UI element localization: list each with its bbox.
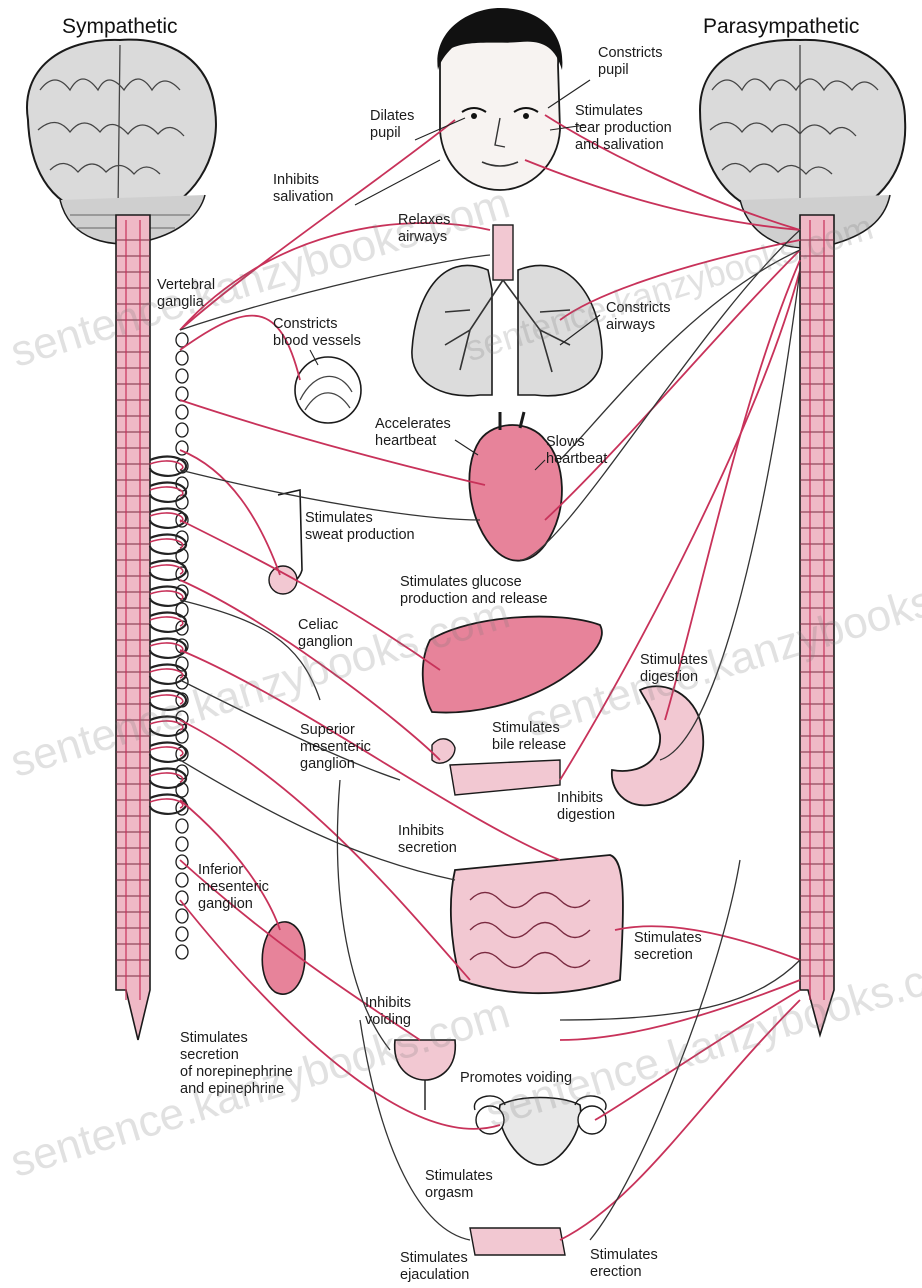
label-slows-heartbeat: Slows heartbeat xyxy=(546,434,607,468)
label-dilates-pupil: Dilates pupil xyxy=(370,108,414,142)
label-celiac-ganglion: Celiac ganglion xyxy=(298,617,353,651)
blood-vessel xyxy=(295,357,361,423)
left-spinal-cord xyxy=(116,215,150,1040)
adrenal-gland xyxy=(262,922,305,994)
label-constricts-airways: Constricts airways xyxy=(606,300,670,334)
ganglion-node xyxy=(176,873,188,887)
penis xyxy=(470,1228,565,1255)
sweat-gland xyxy=(269,490,302,594)
spinal-nerve-loop xyxy=(150,721,183,730)
label-inhibits-voiding: Inhibits voiding xyxy=(365,995,411,1029)
label-stimulates-erection: Stimulates erection xyxy=(590,1247,658,1281)
liver xyxy=(423,617,602,713)
intestines xyxy=(451,855,623,993)
label-inhibits-digestion: Inhibits digestion xyxy=(557,790,615,824)
bladder xyxy=(395,1040,456,1110)
ganglion-node xyxy=(176,927,188,941)
label-stimulates-digestion: Stimulates digestion xyxy=(640,652,708,686)
ganglion-node xyxy=(176,387,188,401)
label-constricts-vessels: Constricts blood vessels xyxy=(273,316,361,350)
ganglion-node xyxy=(176,351,188,365)
label-stimulates-tears: Stimulates tear production and salivatio… xyxy=(575,103,672,154)
reproductive-organs xyxy=(474,1096,606,1165)
ganglion-node xyxy=(176,369,188,383)
ganglion-node xyxy=(176,945,188,959)
label-promotes-voiding: Promotes voiding xyxy=(460,1070,572,1087)
label-stimulates-sweat: Stimulates sweat production xyxy=(305,510,415,544)
label-constricts-pupil: Constricts pupil xyxy=(598,45,662,79)
ganglion-node xyxy=(176,819,188,833)
ganglion-node xyxy=(176,909,188,923)
left-brain xyxy=(27,40,216,244)
label-inhibits-secretion: Inhibits secretion xyxy=(398,823,457,857)
label-superior-mesenteric: Superior mesenteric ganglion xyxy=(300,722,371,773)
ganglion-node xyxy=(176,423,188,437)
label-stimulates-orgasm: Stimulates orgasm xyxy=(425,1168,493,1202)
stomach xyxy=(612,686,703,805)
label-vertebral-ganglia: Vertebral ganglia xyxy=(157,277,215,311)
label-inhibits-salivation: Inhibits salivation xyxy=(273,172,333,206)
ganglion-node xyxy=(176,405,188,419)
sympathetic-title: Sympathetic xyxy=(62,15,178,39)
label-stimulates-ejaculation: Stimulates ejaculation xyxy=(400,1250,469,1284)
face xyxy=(437,8,562,190)
label-stimulates-secretion: Stimulates secretion xyxy=(634,930,702,964)
right-spinal-cord xyxy=(800,215,834,1035)
label-stimulates-glucose: Stimulates glucose production and releas… xyxy=(400,574,548,608)
spinal-nerve-loop xyxy=(150,487,183,496)
label-stimulates-bile: Stimulates bile release xyxy=(492,720,566,754)
label-stimulates-norepinephrine: Stimulates secretion of norepinephrine a… xyxy=(180,1030,293,1098)
ganglion-node xyxy=(176,837,188,851)
label-inferior-mesenteric: Inferior mesenteric ganglion xyxy=(198,862,269,913)
parasympathetic-title: Parasympathetic xyxy=(703,15,859,39)
spinal-nerve-loop xyxy=(150,483,186,502)
label-accelerates-heartbeat: Accelerates heartbeat xyxy=(375,416,451,450)
label-relaxes-airways: Relaxes airways xyxy=(398,212,450,246)
